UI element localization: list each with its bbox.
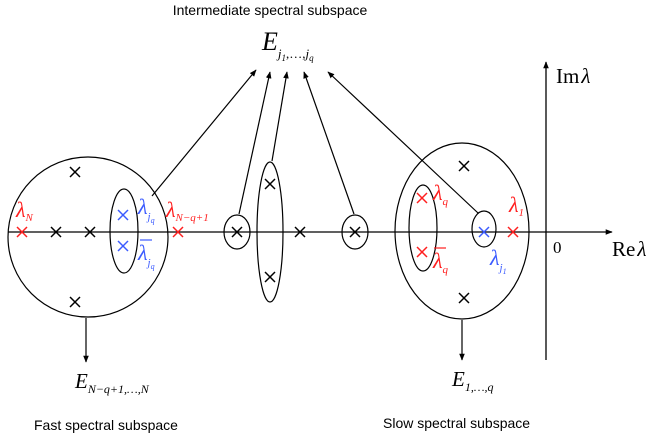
intermediate-ellipse-1 <box>223 214 251 250</box>
intermediate-subspace-title: Intermediate spectral subspace <box>173 2 368 18</box>
eigenvalue-marker <box>69 166 81 178</box>
eigenvalue-marker <box>349 226 361 238</box>
slow-subspace-symbol: E1,…,q <box>451 367 494 394</box>
origin-label: 0 <box>553 238 562 257</box>
intermediate-arrows <box>151 69 479 215</box>
label-lambda-1: λ1 <box>508 192 524 219</box>
eigenvalue-marker <box>458 160 470 172</box>
eigenvalue-marker <box>264 271 276 283</box>
complex-pair-q-ellipse <box>408 184 438 272</box>
lambda-j1-ellipse <box>471 210 497 248</box>
intermediate-subspace-symbol: Ej1,…,jq <box>261 27 314 63</box>
eigenvalue-marker <box>416 192 428 204</box>
slow-subspace-title: Slow spectral subspace <box>383 415 530 431</box>
eigenvalue-marker <box>458 292 470 304</box>
eigenvalue-marker <box>294 226 306 238</box>
label-lambda-N: λN <box>15 197 34 224</box>
eigenvalue-marker <box>231 226 243 238</box>
eigenvalue-marker <box>172 226 184 238</box>
imaginary-axis-label: Imλ <box>556 64 590 88</box>
eigenvalue-markers <box>16 160 519 308</box>
eigenvalue-marker <box>507 226 519 238</box>
eigenvalue-marker <box>478 226 490 238</box>
fast-subspace-title: Fast spectral subspace <box>34 417 178 433</box>
slow-subspace-ellipse <box>394 142 530 320</box>
intermediate-ellipse-2 <box>256 161 284 303</box>
label-lambda-q-bar: λq <box>432 248 449 276</box>
complex-pair-jq-ellipse <box>109 188 139 274</box>
eigenvalue-marker <box>84 226 96 238</box>
fast-subspace-symbol: EN−q+1,…,N <box>74 369 150 396</box>
eigenvalue-marker <box>117 209 129 221</box>
eigenvalue-marker <box>264 178 276 190</box>
eigenvalue-marker <box>16 226 28 238</box>
label-lambda-j1: λj1 <box>489 245 507 276</box>
eigenvalue-marker <box>416 246 428 258</box>
label-lambda-q: λq <box>432 180 449 208</box>
label-lambda-jq: λjq <box>137 194 155 225</box>
eigenvalue-marker <box>117 240 129 252</box>
intermediate-ellipse-3 <box>341 214 369 250</box>
real-axis-label: Reλ <box>612 237 646 261</box>
eigenvalue-marker <box>69 296 81 308</box>
label-lambda-jq-bar: λjq <box>137 240 155 271</box>
label-lambda-Nq1: λN−q+1 <box>165 197 209 224</box>
eigenvalue-marker <box>50 226 62 238</box>
fast-subspace-ellipse <box>7 156 169 318</box>
